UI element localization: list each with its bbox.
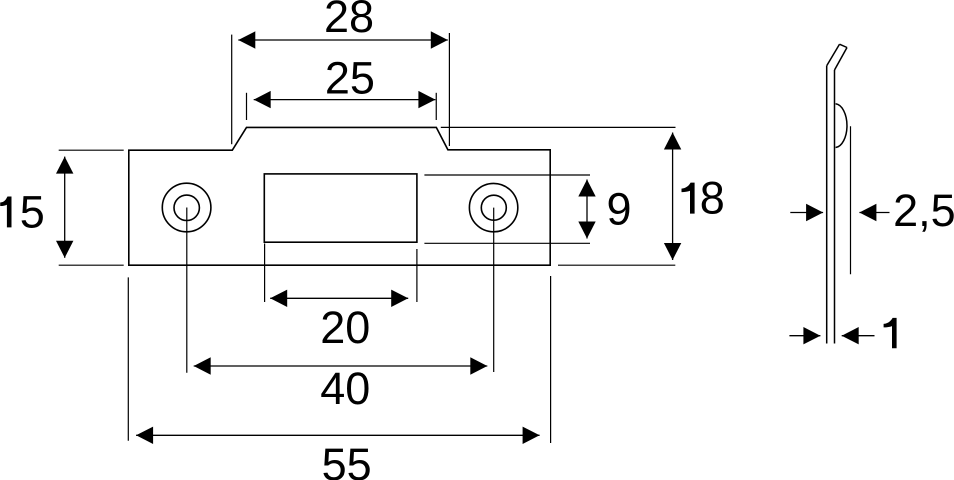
svg-text:28: 28	[324, 0, 374, 42]
svg-text:40: 40	[320, 363, 370, 414]
svg-text:55: 55	[322, 439, 372, 480]
svg-text:20: 20	[320, 302, 370, 353]
svg-text:8: 8	[700, 173, 725, 224]
svg-text:2,5: 2,5	[893, 185, 954, 236]
svg-text:5: 5	[20, 186, 45, 237]
svg-text:9: 9	[606, 184, 631, 235]
svg-text:25: 25	[325, 52, 375, 103]
